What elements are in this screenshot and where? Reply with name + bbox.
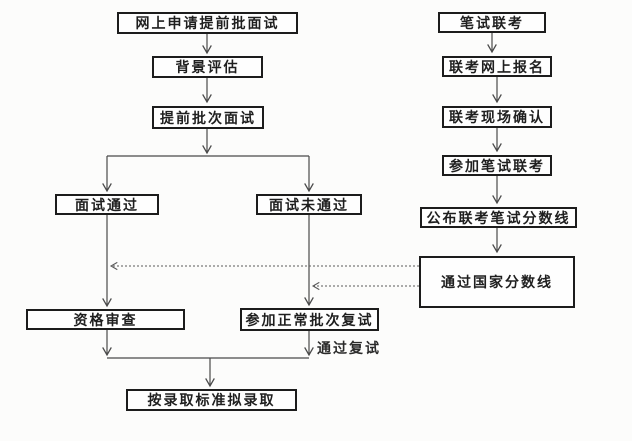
node-normal-batch-retest: 参加正常批次复试: [240, 308, 379, 331]
node-joint-exam-online-registration: 联考网上报名: [442, 56, 552, 77]
node-apply-online-early-interview: 网上申请提前批面试: [117, 12, 298, 34]
node-score-line-announced: 公布联考笔试分数线: [420, 207, 577, 228]
node-early-batch-interview: 提前批次面试: [152, 106, 264, 129]
node-background-evaluation: 背景评估: [152, 56, 263, 78]
node-qualification-review: 资格审查: [26, 309, 185, 330]
node-take-written-joint-exam: 参加笔试联考: [442, 155, 552, 176]
node-pass-national-score-line: 通过国家分数线: [419, 256, 575, 308]
node-interview-passed: 面试通过: [55, 194, 159, 215]
node-joint-exam-onsite-confirmation: 联考现场确认: [442, 106, 552, 128]
edge-label-pass-retest: 通过复试: [317, 340, 381, 356]
node-final-admission: 按录取标准拟录取: [126, 389, 297, 411]
node-interview-failed: 面试未通过: [256, 194, 362, 215]
node-written-joint-exam: 笔试联考: [438, 12, 546, 33]
